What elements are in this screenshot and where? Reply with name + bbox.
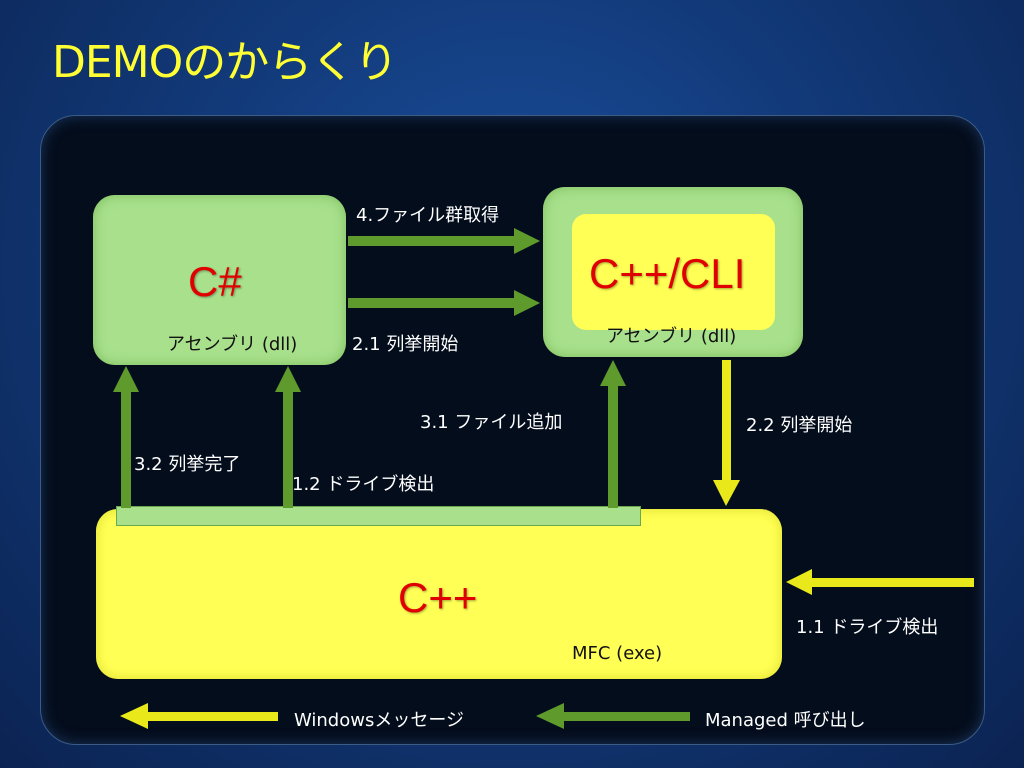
arrow-step-3-2 xyxy=(113,366,139,508)
label-step-2-2: 2.2 列挙開始 xyxy=(746,415,853,436)
arrow-step-1-2 xyxy=(275,366,301,508)
legend-managed-call-label: Managed 呼び出し xyxy=(705,710,866,731)
arrow-step-1-1 xyxy=(786,569,974,595)
label-step-3-1: 3.1 ファイル追加 xyxy=(420,412,563,433)
legend-windows-message-label: Windowsメッセージ xyxy=(294,710,464,731)
csharp-subtitle: アセンブリ (dll) xyxy=(167,334,298,355)
csharp-title: C# xyxy=(188,258,242,305)
label-step-2-1: 2.1 列挙開始 xyxy=(352,334,459,355)
cpp-subtitle: MFC (exe) xyxy=(572,643,663,664)
cppcli-subtitle: アセンブリ (dll) xyxy=(606,326,737,347)
legend-managed-call-arrow xyxy=(536,703,690,729)
legend-windows-message-arrow xyxy=(120,703,278,729)
arrow-step-4 xyxy=(348,228,540,254)
csharp-base-strip xyxy=(116,506,641,526)
label-step-1-1: 1.1 ドライブ検出 xyxy=(796,617,939,638)
slide-title: DEMOのからくり xyxy=(52,37,398,88)
arrow-step-2-2 xyxy=(713,360,740,506)
cpp-title: C++ xyxy=(398,574,478,621)
csharp-assembly-box xyxy=(93,195,346,365)
arrow-step-3-1 xyxy=(600,360,626,508)
label-step-3-2: 3.2 列挙完了 xyxy=(134,454,241,475)
cppcli-inner-box xyxy=(572,214,775,330)
cppcli-title: C++/CLI xyxy=(589,250,746,297)
arrow-step-2-1 xyxy=(348,290,540,316)
label-step-1-2: 1.2 ドライブ検出 xyxy=(292,474,435,495)
cpp-mfc-box xyxy=(96,509,782,679)
label-step-4: 4.ファイル群取得 xyxy=(356,205,500,226)
